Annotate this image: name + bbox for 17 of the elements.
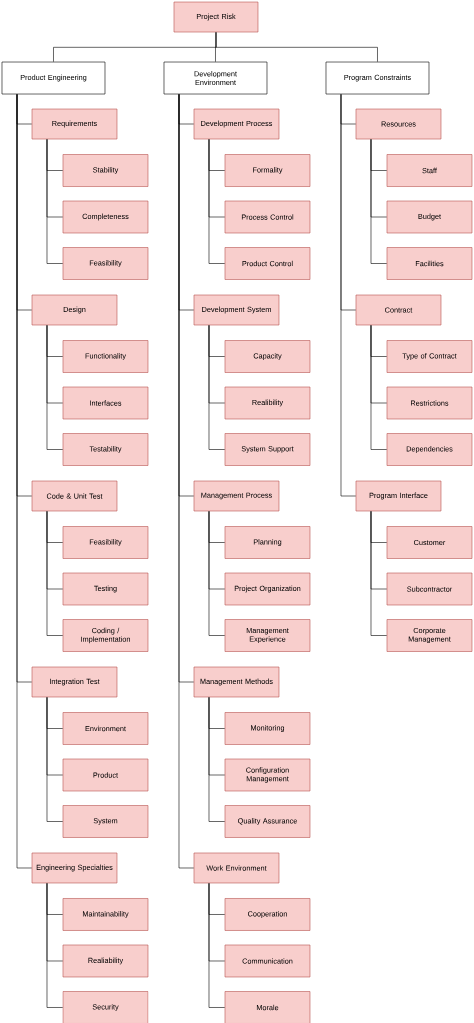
connector-line xyxy=(208,511,225,636)
connector-line xyxy=(46,883,63,1008)
connector-line xyxy=(46,139,63,264)
connector-line xyxy=(208,139,225,264)
connector-line xyxy=(208,325,225,450)
connector-line xyxy=(215,32,378,62)
connector-line xyxy=(370,139,387,264)
connector-line xyxy=(46,325,63,450)
connector-line xyxy=(208,883,225,1008)
connector-line xyxy=(16,94,32,869)
connector-line xyxy=(340,94,356,497)
connector-line xyxy=(370,325,387,450)
connector-line xyxy=(208,697,225,822)
connector-line xyxy=(46,697,63,822)
connector-line xyxy=(370,511,387,636)
connector-line xyxy=(46,511,63,636)
connector-line xyxy=(178,94,194,869)
